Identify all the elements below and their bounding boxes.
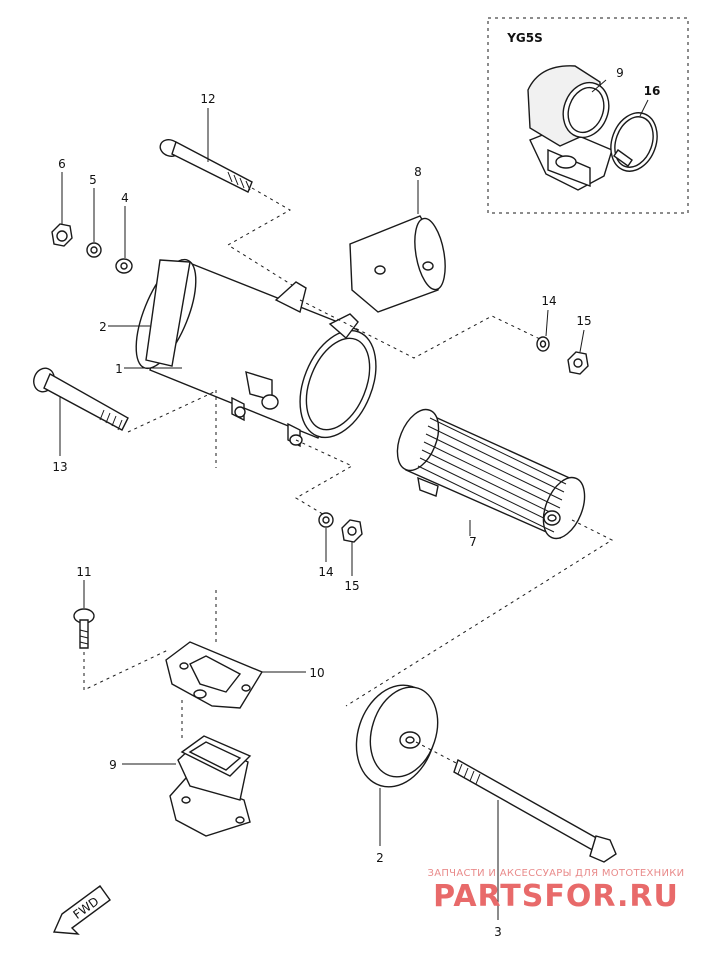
inset-label-9: 9 bbox=[616, 66, 624, 80]
label-12: 12 bbox=[200, 92, 215, 106]
filter-element-7 bbox=[396, 408, 586, 540]
inset-clamp bbox=[610, 112, 658, 172]
muffler-body bbox=[135, 258, 377, 448]
bolt-3 bbox=[453, 758, 617, 863]
label-15-lower: 15 bbox=[344, 579, 359, 593]
inset-frame bbox=[487, 17, 689, 214]
label-5: 5 bbox=[89, 173, 97, 187]
washer-4 bbox=[115, 258, 133, 274]
inset-title: YG5S bbox=[506, 31, 543, 45]
inset-label-16: 16 bbox=[644, 84, 661, 98]
bolt-13 bbox=[33, 367, 129, 431]
label-8: 8 bbox=[414, 165, 422, 179]
label-9: 9 bbox=[109, 758, 117, 772]
label-3: 3 bbox=[494, 925, 502, 939]
label-13: 13 bbox=[52, 460, 67, 474]
cover-2-bottom bbox=[355, 684, 439, 788]
intake-manifold-9 bbox=[169, 735, 252, 837]
label-7: 7 bbox=[469, 535, 477, 549]
label-14-lower: 14 bbox=[318, 565, 333, 579]
washer-5 bbox=[86, 242, 102, 258]
inset-yg5s: YG5S 9 16 bbox=[487, 17, 689, 214]
inlet-pipe-8 bbox=[349, 215, 446, 313]
label-6: 6 bbox=[58, 157, 66, 171]
label-1: 1 bbox=[115, 362, 123, 376]
washer-14-right bbox=[536, 336, 550, 352]
watermark: ЗАПЧАСТИ И АКСЕССУАРЫ ДЛЯ МОТОТЕХНИКИ PA… bbox=[428, 868, 685, 914]
label-2-top: 2 bbox=[99, 320, 107, 334]
label-15-right: 15 bbox=[576, 314, 591, 328]
label-14-right: 14 bbox=[541, 294, 556, 308]
label-10: 10 bbox=[309, 666, 324, 680]
gasket-10 bbox=[165, 641, 264, 709]
label-11: 11 bbox=[76, 565, 91, 579]
washer-14-lower bbox=[318, 512, 334, 528]
nut-6 bbox=[51, 223, 73, 247]
screw-11 bbox=[73, 608, 95, 649]
bolt-12 bbox=[159, 139, 253, 193]
label-2-bottom: 2 bbox=[376, 851, 384, 865]
fwd-arrow-icon: FWD bbox=[52, 885, 111, 935]
watermark-line2: PARTSFOR.RU bbox=[433, 879, 679, 914]
nut-15-lower bbox=[341, 519, 363, 543]
inset-intake-elbow bbox=[527, 65, 613, 191]
watermark-line1: ЗАПЧАСТИ И АКСЕССУАРЫ ДЛЯ МОТОТЕХНИКИ bbox=[428, 868, 685, 879]
nut-15-right bbox=[567, 351, 589, 375]
label-4: 4 bbox=[121, 191, 129, 205]
